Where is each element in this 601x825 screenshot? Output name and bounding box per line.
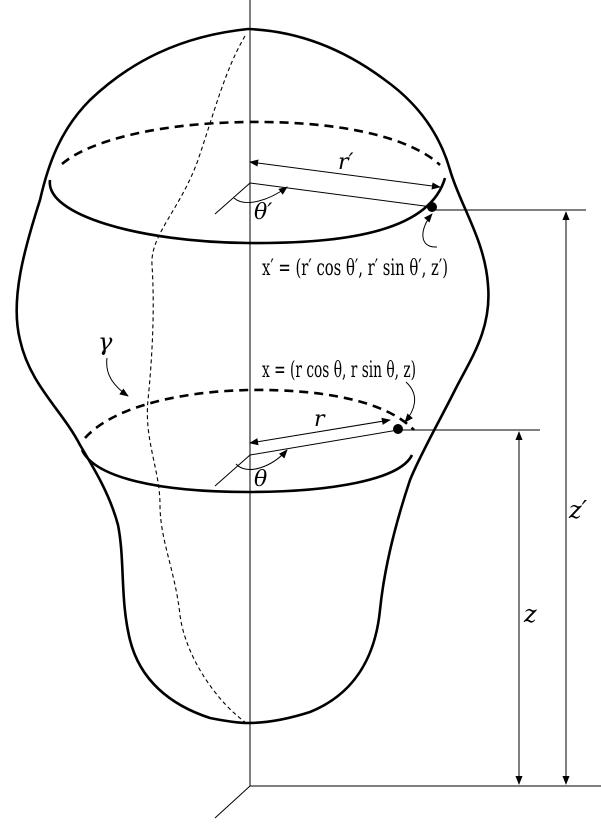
lower-point-x: [393, 424, 403, 434]
upper-circle-back: [61, 120, 441, 166]
label-r-prime: r′: [338, 150, 354, 175]
lower-radius-line: [249, 429, 399, 456]
lower-radius-arrow: [249, 417, 391, 446]
surface-outline-right: [247, 27, 490, 725]
generating-curve-gamma: [146, 35, 246, 723]
upper-radius-line: [249, 182, 433, 208]
upper-base-ray: [214, 182, 251, 215]
label-r: r: [314, 407, 326, 432]
label-theta: θ: [254, 467, 267, 492]
x-label-pointer: [404, 381, 415, 423]
label-gamma: γ: [98, 328, 113, 356]
lower-circle-front: [80, 449, 414, 494]
label-z: z: [523, 600, 537, 628]
x-prime-label-pointer: [422, 213, 438, 248]
surface-outline-left: [15, 27, 249, 725]
lower-circle-back: [84, 388, 415, 439]
ground-line-oblique: [214, 785, 251, 819]
label-x-equation: x = (r cos θ, r sin θ, z): [262, 358, 416, 383]
upper-circle-front: [48, 177, 447, 245]
theta-arc: [235, 449, 288, 470]
upper-radius-arrow: [249, 159, 441, 190]
label-x-prime-equation: x′ = (r′ cos θ′, r′ sin θ′, z′): [262, 256, 448, 281]
lower-base-ray: [214, 454, 251, 487]
label-z-prime: z′: [568, 496, 588, 524]
theta-prime-arc: [233, 186, 288, 203]
gamma-pointer: [106, 357, 129, 397]
label-theta-prime: θ′: [254, 200, 272, 225]
